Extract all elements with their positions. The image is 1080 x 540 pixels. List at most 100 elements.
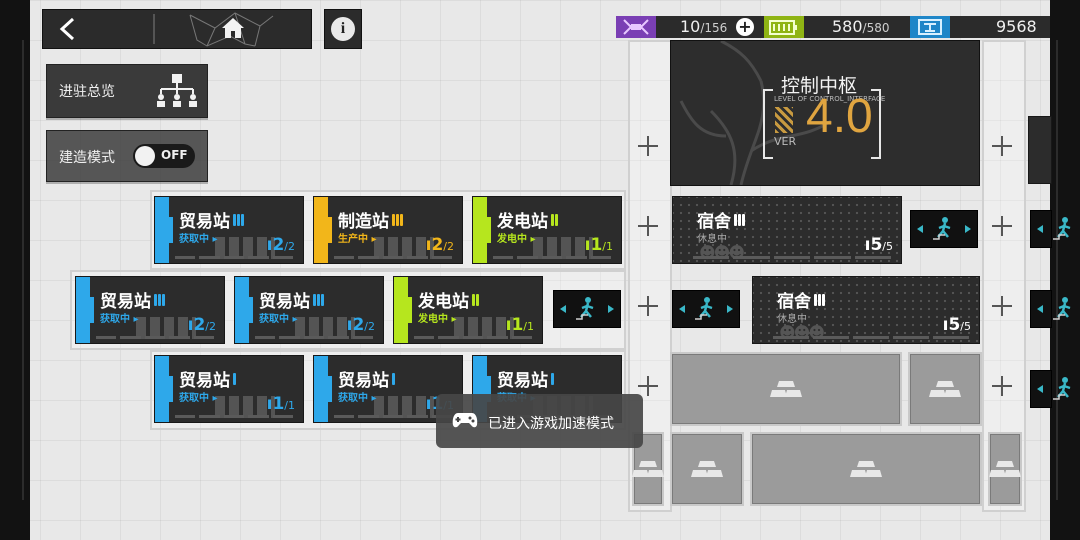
add-drones-button[interactable]: + bbox=[736, 18, 754, 36]
info-button[interactable]: i bbox=[324, 9, 362, 49]
room-name: 贸易站 bbox=[179, 371, 230, 391]
person-icon: ı bbox=[505, 315, 512, 335]
occupancy-max: /2 bbox=[205, 320, 216, 333]
room-deco bbox=[533, 237, 593, 259]
stairs-icon bbox=[1037, 297, 1071, 320]
home-button[interactable] bbox=[155, 10, 311, 48]
room-status: 生产中 ▸ bbox=[338, 234, 377, 245]
drone-icon bbox=[616, 16, 656, 38]
build-material-icon bbox=[770, 381, 802, 397]
build-material-icon bbox=[989, 461, 1021, 477]
top-nav-bar bbox=[42, 9, 312, 49]
stairs-button[interactable] bbox=[1030, 210, 1071, 248]
room-level-icon bbox=[814, 291, 826, 311]
bracket-left bbox=[763, 89, 773, 159]
stairs-button[interactable] bbox=[1030, 370, 1071, 408]
room-deco bbox=[374, 237, 434, 259]
occupancy-count: 2 bbox=[431, 235, 444, 255]
overview-button[interactable]: 进驻总览 bbox=[46, 64, 208, 118]
battery-icon bbox=[764, 16, 804, 38]
left-frame bbox=[0, 0, 30, 540]
room-progress-segments bbox=[175, 256, 294, 259]
room-power-plant[interactable]: 发电站发电中 ▸ı1/1 bbox=[472, 196, 622, 264]
stairs-button[interactable] bbox=[1030, 290, 1071, 328]
stairs-button[interactable] bbox=[910, 210, 978, 248]
occupancy-max: /5 bbox=[960, 320, 971, 333]
room-color-stripe bbox=[394, 277, 412, 343]
stairs-button[interactable] bbox=[553, 290, 621, 328]
room-occupancy: ı2/2 bbox=[347, 315, 375, 335]
room-name: 贸易站 bbox=[497, 371, 548, 391]
room-color-stripe bbox=[314, 197, 332, 263]
control-center[interactable]: 控制中枢 LEVEL OF CONTROL_INTERFACE VER 4.0 bbox=[670, 40, 980, 186]
overview-label: 进驻总览 bbox=[59, 84, 115, 100]
empty-room-slot[interactable] bbox=[988, 432, 1022, 506]
room-name: 宿舍 bbox=[697, 212, 731, 232]
room-deco bbox=[295, 317, 355, 339]
room-trading-post[interactable]: 贸易站获取中 ▸ı2/2 bbox=[75, 276, 225, 344]
person-icon: ı bbox=[266, 235, 273, 255]
room-level-icon bbox=[233, 370, 237, 390]
hatch-decoration bbox=[775, 107, 793, 133]
room-progress-segments bbox=[414, 336, 533, 339]
grid-cross-icon bbox=[992, 296, 1012, 316]
grid-cross-icon bbox=[992, 376, 1012, 396]
room-trading-post[interactable]: 贸易站获取中 ▸ı2/2 bbox=[154, 196, 304, 264]
room-progress-segments bbox=[175, 415, 294, 418]
dorm-pattern bbox=[673, 197, 901, 263]
room-name: 发电站 bbox=[497, 212, 548, 232]
room-occupancy: ı2/2 bbox=[426, 235, 454, 255]
gamepad-icon bbox=[452, 413, 478, 428]
room-name: 贸易站 bbox=[100, 292, 151, 312]
room-occupancy: ı5/5 bbox=[865, 235, 893, 255]
person-icon: ı bbox=[266, 394, 273, 414]
room-name: 宿舍 bbox=[777, 292, 811, 312]
person-icon: ı bbox=[942, 315, 949, 335]
build-material-icon bbox=[632, 461, 664, 477]
empty-room-slot[interactable] bbox=[908, 352, 982, 426]
person-icon: ı bbox=[584, 235, 591, 255]
empty-room-slot[interactable] bbox=[670, 432, 744, 506]
tree-emblem-icon bbox=[679, 41, 832, 185]
people-icon: ☻☻☻ bbox=[699, 243, 745, 262]
info-icon: i bbox=[331, 17, 355, 41]
room-occupancy: ı1/1 bbox=[506, 315, 534, 335]
room-deco bbox=[454, 317, 514, 339]
empty-room-slot[interactable] bbox=[750, 432, 982, 506]
room-status: 获取中 ▸ bbox=[338, 393, 377, 404]
stairs-icon bbox=[1037, 377, 1071, 400]
room-progress-segments bbox=[255, 336, 374, 339]
bracket-right bbox=[871, 89, 881, 159]
partial-room[interactable] bbox=[1028, 116, 1052, 184]
room-factory[interactable]: 制造站生产中 ▸ı2/2 bbox=[313, 196, 463, 264]
room-trading-post[interactable]: 贸易站获取中 ▸ı1/1 bbox=[154, 355, 304, 423]
drone-resource[interactable]: 10/156 + bbox=[616, 16, 761, 38]
build-mode-toggle[interactable]: OFF bbox=[133, 144, 195, 168]
empty-room-slot[interactable] bbox=[670, 352, 902, 426]
room-level-icon bbox=[551, 211, 559, 231]
occupancy-max: /1 bbox=[602, 240, 613, 253]
grid-cross-icon bbox=[992, 216, 1012, 236]
stairs-button[interactable] bbox=[672, 290, 740, 328]
build-mode-button[interactable]: 建造模式 OFF bbox=[46, 130, 208, 182]
room-progress-segments bbox=[773, 336, 969, 339]
occupancy-count: 1 bbox=[272, 394, 285, 414]
occupancy-max: /5 bbox=[882, 240, 893, 253]
occupancy-count: 5 bbox=[870, 235, 883, 255]
room-level-icon bbox=[472, 291, 480, 311]
toast-text: 已进入游戏加速模式 bbox=[488, 416, 614, 432]
person-icon: ı bbox=[187, 315, 194, 335]
control-center-title: 控制中枢 bbox=[781, 75, 858, 97]
power-max: /580 bbox=[862, 21, 890, 35]
room-status: 发电中 ▸ bbox=[497, 234, 536, 245]
home-icon bbox=[222, 18, 244, 38]
back-button[interactable] bbox=[43, 10, 153, 48]
grid-cross-icon bbox=[638, 296, 658, 316]
room-power-plant[interactable]: 发电站发电中 ▸ı1/1 bbox=[393, 276, 543, 344]
speed-mode-toast: 已进入游戏加速模式 bbox=[436, 394, 643, 448]
room-status: 发电中 ▸ bbox=[418, 314, 457, 325]
room-trading-post[interactable]: 贸易站获取中 ▸ı2/2 bbox=[234, 276, 384, 344]
